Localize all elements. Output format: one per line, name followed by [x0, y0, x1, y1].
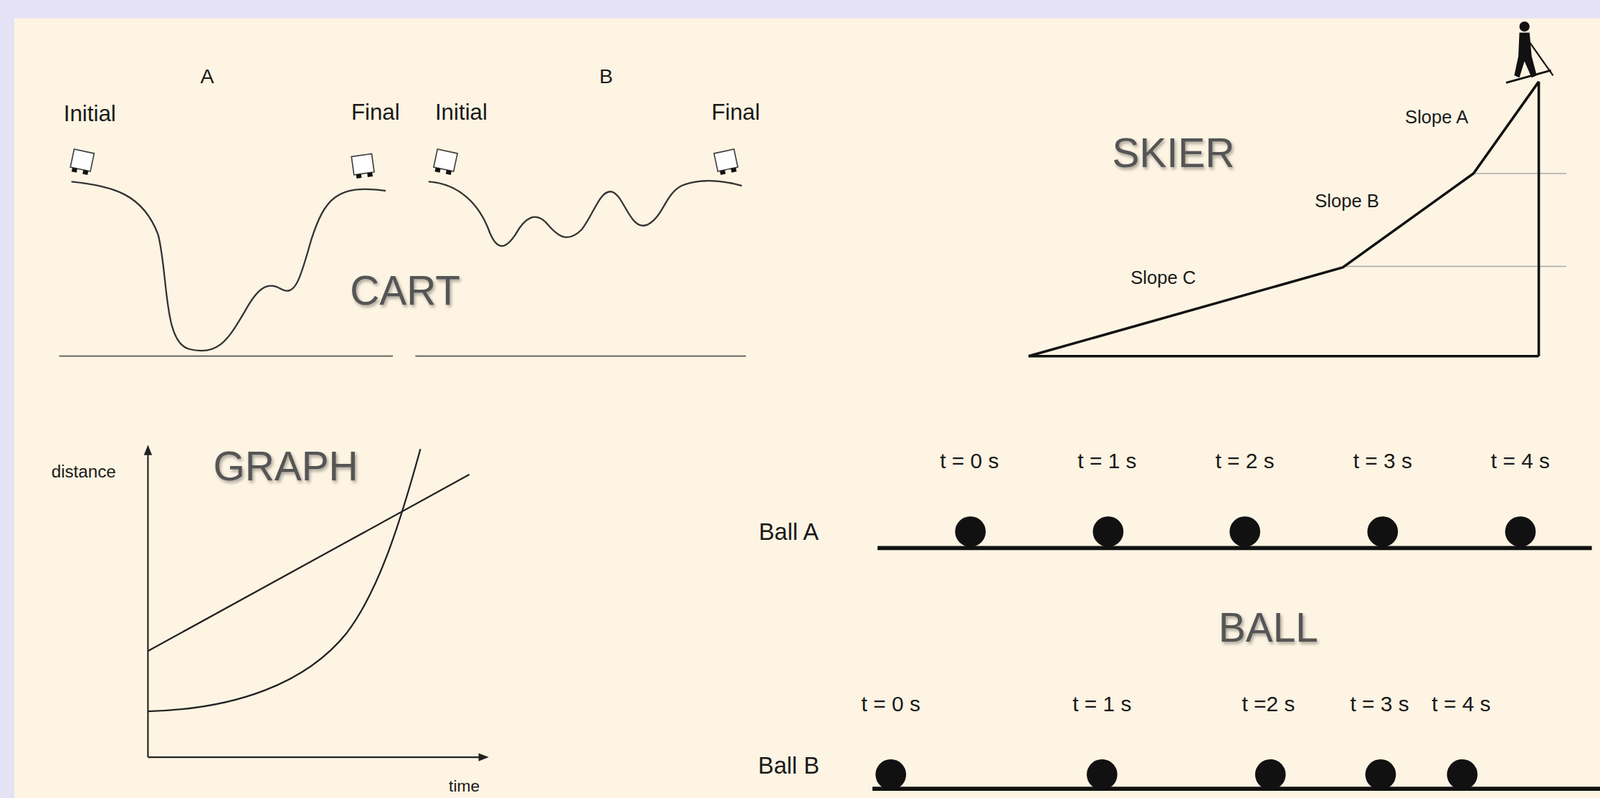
time-label: t = 0 s: [861, 691, 921, 717]
track-curve: [71, 181, 386, 351]
slope-line: [1028, 81, 1540, 357]
hill-base: [1028, 354, 1540, 358]
slope-label: Slope B: [1314, 190, 1380, 212]
cart-icon: [69, 149, 94, 176]
ball: [1086, 759, 1118, 790]
panel-title: CART: [349, 267, 461, 314]
ball: [1093, 516, 1125, 547]
cart-icon: [351, 154, 375, 180]
time-label: t = 3 s: [1349, 691, 1409, 717]
time-label: t = 4 s: [1491, 448, 1550, 474]
slope-label: Slope A: [1405, 106, 1469, 128]
position-label: Final: [351, 99, 400, 126]
axis-label: time: [448, 776, 480, 795]
ball-name: Ball B: [758, 751, 820, 780]
ball: [1505, 516, 1537, 547]
cart-wheel: [71, 167, 78, 173]
part-letter: B: [599, 64, 613, 89]
ski: [1506, 70, 1552, 83]
axis-line: [147, 756, 484, 758]
ball-track: [872, 786, 1600, 791]
axis-label: distance: [51, 461, 117, 482]
skier-head: [1519, 21, 1530, 32]
cart-icon: [713, 149, 739, 176]
ground-line: [59, 355, 393, 357]
ball: [1255, 759, 1287, 790]
hill-height: [1537, 81, 1541, 357]
cart-wheel: [367, 172, 373, 178]
ball: [954, 516, 986, 547]
cart-wheel: [82, 169, 89, 175]
cart-wheel: [356, 173, 363, 179]
cart-icon: [432, 149, 458, 176]
time-label: t = 3 s: [1353, 448, 1413, 474]
panel-title: SKIER: [1112, 129, 1236, 177]
panel-title: GRAPH: [212, 443, 358, 490]
ball: [1229, 516, 1261, 547]
position-label: Initial: [63, 101, 117, 127]
panel-ground: [14, 18, 1600, 798]
level-line: [1342, 265, 1567, 267]
position-label: Initial: [435, 99, 488, 126]
ball-name: Ball A: [759, 518, 820, 546]
time-label: t = 4 s: [1431, 691, 1491, 717]
part-letter: A: [200, 64, 215, 89]
slope-label: Slope C: [1130, 267, 1196, 289]
position-label: Final: [711, 99, 760, 126]
cart-body: [351, 154, 375, 175]
cart-wheel: [435, 167, 441, 173]
track-curve: [428, 180, 742, 246]
ball: [1365, 759, 1397, 790]
panel-title: BALL: [1218, 604, 1319, 651]
ball-track: [877, 545, 1592, 550]
ball: [875, 759, 907, 790]
skier-body: [1513, 32, 1537, 79]
linear-curve: [147, 474, 469, 651]
ball: [1367, 516, 1398, 547]
time-label: t = 1 s: [1077, 448, 1137, 474]
axis-arrow: [478, 752, 489, 761]
skier-figure: [1506, 21, 1553, 83]
cart-wheel: [730, 167, 737, 173]
cart-wheel: [445, 169, 452, 175]
time-label: t = 0 s: [939, 448, 999, 474]
ball: [1446, 759, 1478, 790]
ground-line: [415, 355, 746, 357]
time-label: t =2 s: [1241, 691, 1295, 717]
time-label: t = 2 s: [1215, 448, 1275, 474]
cart-wheel: [719, 169, 726, 175]
level-line: [1473, 172, 1567, 174]
time-label: t = 1 s: [1072, 691, 1132, 717]
axis-arrow: [144, 445, 152, 456]
